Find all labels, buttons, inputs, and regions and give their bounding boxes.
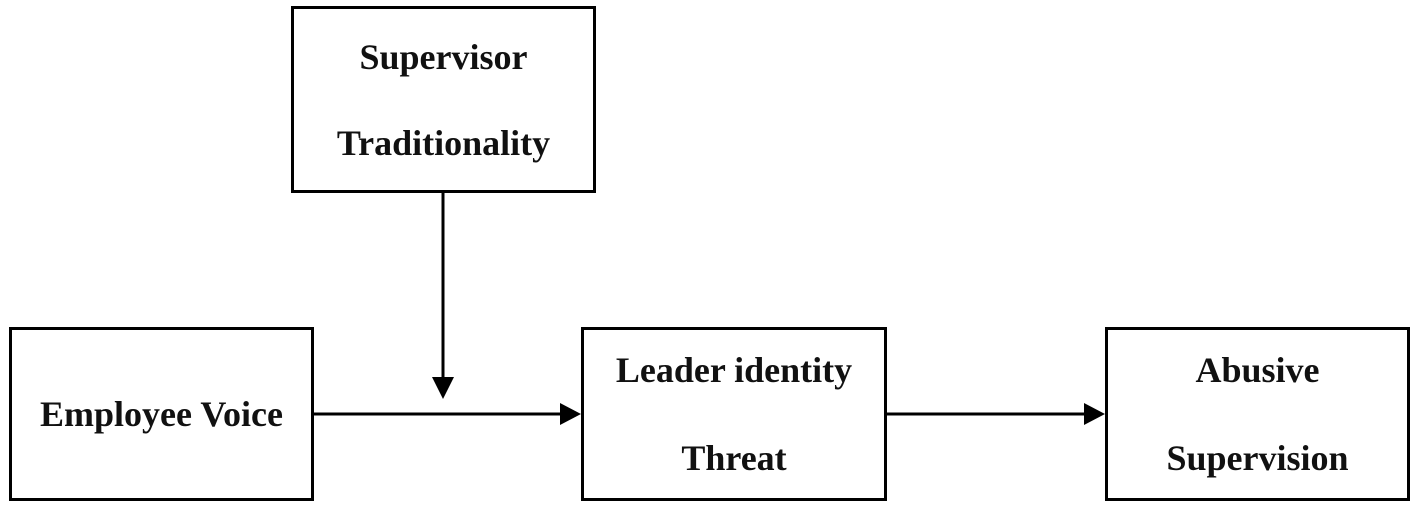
outcome-label-line1: Abusive [1195,350,1320,390]
mediator-label-line2: Threat [681,438,787,478]
moderator-label-line1: Supervisor [359,36,528,77]
supervisor-traditionality-box: Supervisor Traditionality [291,6,596,193]
leader-identity-threat-box: Leader identity Threat [581,327,887,501]
employee-voice-box: Employee Voice [9,327,314,501]
predictor-label: Employee Voice [40,394,283,434]
moderator-label-line2: Traditionality [336,122,551,163]
mediator-label-line1: Leader identity [615,350,853,390]
arrow-moderation [432,193,454,399]
abusive-supervision-box: Abusive Supervision [1105,327,1410,501]
arrow-threat-to-abusive [887,403,1105,425]
outcome-label-line2: Supervision [1166,438,1349,478]
arrow-voice-to-threat [314,403,581,425]
